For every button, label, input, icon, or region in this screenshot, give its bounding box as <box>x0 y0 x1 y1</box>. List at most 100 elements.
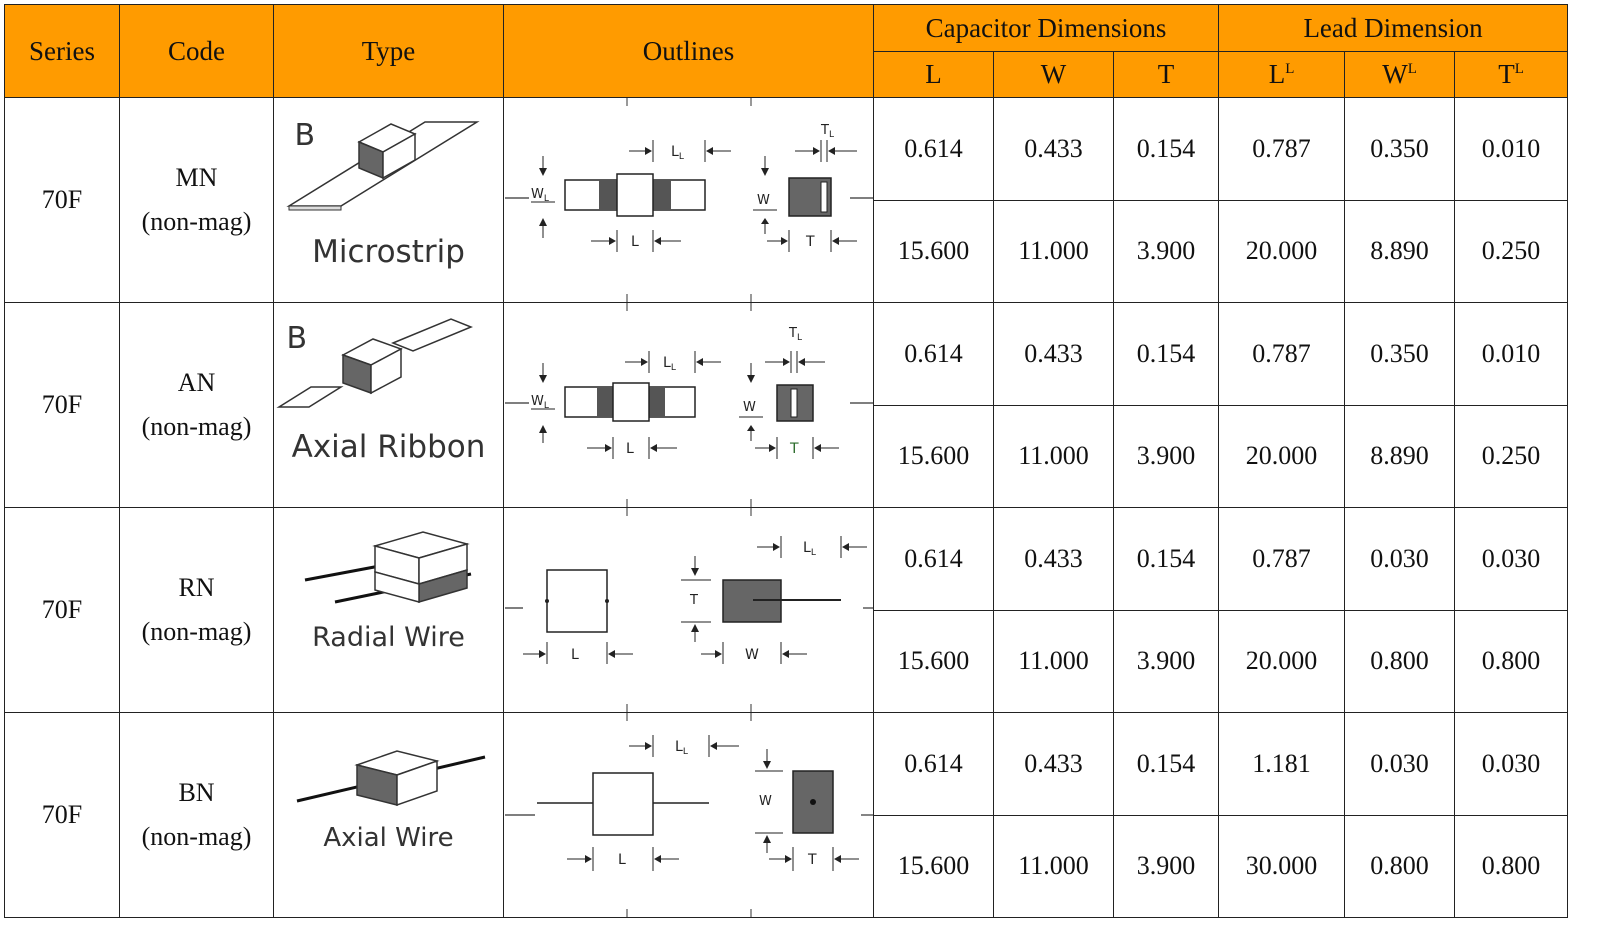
capacitor-spec-table: Series Code Type Outlines Capacitor Dime… <box>4 4 1569 918</box>
header-lead-dimension: Lead Dimension <box>1218 4 1569 52</box>
outline-label-wl: WL <box>531 187 549 204</box>
axial-wire-outline: LL L W T <box>504 713 873 917</box>
header-lead-t: TL <box>1454 51 1569 98</box>
code-cell: AN (non-mag) <box>119 302 274 508</box>
outline-label-ll: LL <box>663 355 676 373</box>
header-lead-w-base: W <box>1382 59 1408 89</box>
value-lead-w: 0.800 <box>1344 814 1456 918</box>
value-lead-l: 20.000 <box>1218 609 1346 713</box>
header-lead-t-base: T <box>1498 59 1515 89</box>
table-row: 15.600 11.000 3.900 20.000 8.890 0.250 <box>5 199 1569 303</box>
value-lead-t: 0.010 <box>1454 302 1569 406</box>
type-label: Axial Wire <box>323 823 454 853</box>
value-cap-t: 3.900 <box>1112 814 1220 918</box>
microstrip-illustration <box>285 121 480 211</box>
value-lead-w: 8.890 <box>1344 404 1456 508</box>
value-lead-w: 0.030 <box>1344 712 1456 816</box>
outline-cell: LL L W T <box>503 712 874 918</box>
outline-cell: WL LL L <box>503 97 874 303</box>
value-cap-l: 15.600 <box>873 609 994 713</box>
table-row: 70F RN (non-mag) Radial Wire <box>4 507 1569 713</box>
value-lead-w: 8.890 <box>1344 199 1456 303</box>
outline-label-w: W <box>745 647 759 663</box>
value-cap-l: 0.614 <box>873 712 994 816</box>
value-cap-w: 11.000 <box>993 199 1114 303</box>
value-cap-w: 0.433 <box>993 507 1114 611</box>
value-lead-w: 0.350 <box>1344 302 1456 406</box>
microstrip-outline: WL LL L <box>504 98 873 302</box>
header-code: Code <box>119 4 274 98</box>
code-value: RN <box>178 573 215 602</box>
table-row: 15.600 11.000 3.900 20.000 0.800 0.800 <box>5 609 1569 713</box>
value-lead-t: 0.030 <box>1454 507 1569 611</box>
value-cap-t: 0.154 <box>1112 97 1220 201</box>
value-lead-t: 0.250 <box>1454 199 1569 303</box>
value-cap-t: 3.900 <box>1112 199 1220 303</box>
value-lead-l: 0.787 <box>1218 97 1346 201</box>
header-capacitor-dimensions: Capacitor Dimensions <box>872 4 1220 52</box>
type-label: Axial Ribbon <box>291 429 486 465</box>
code-cell: RN (non-mag) <box>119 507 274 713</box>
value-lead-l: 20.000 <box>1218 404 1346 508</box>
outline-label-l: L <box>631 234 639 250</box>
header-series: Series <box>4 4 120 98</box>
outline-label-t: T <box>805 234 815 250</box>
outline-label-w: W <box>757 193 770 208</box>
outline-label-t: T <box>789 441 799 457</box>
code-value: MN <box>175 163 218 192</box>
series-cell: 70F <box>4 712 120 918</box>
outline-label-w: W <box>759 794 772 809</box>
value-cap-w: 0.433 <box>993 712 1114 816</box>
header-cap-l: L <box>873 51 994 98</box>
axial-ribbon-outline: WL LL L W <box>504 303 873 507</box>
value-lead-l: 1.181 <box>1218 712 1346 816</box>
value-cap-t: 0.154 <box>1112 507 1220 611</box>
value-cap-w: 11.000 <box>993 814 1114 918</box>
outline-label-tl: TL <box>788 326 802 343</box>
header-lead-l-sub: L <box>1285 61 1295 77</box>
value-lead-w: 0.350 <box>1344 97 1456 201</box>
value-cap-w: 11.000 <box>993 609 1114 713</box>
type-label: Radial Wire <box>312 622 465 653</box>
series-cell: 70F <box>4 507 120 713</box>
value-cap-l: 15.600 <box>873 199 994 303</box>
code-cell: BN(non-mag) <box>119 712 274 918</box>
outline-label-tl: TL <box>820 123 834 140</box>
value-lead-t: 0.030 <box>1454 712 1569 816</box>
value-cap-l: 0.614 <box>873 302 994 406</box>
outline-label-w: W <box>743 400 756 415</box>
value-lead-l: 0.787 <box>1218 302 1346 406</box>
value-lead-t: 0.250 <box>1454 404 1569 508</box>
type-cell: B Microstrip <box>273 97 504 303</box>
code-sub: (non-mag) <box>141 617 252 646</box>
outline-label-t: T <box>807 852 817 868</box>
outline-cell: WL LL L W <box>503 302 874 508</box>
outline-label-l: L <box>571 647 579 663</box>
value-lead-l: 20.000 <box>1218 199 1346 303</box>
header-lead-l-base: L <box>1268 59 1286 89</box>
axial-ribbon-illustration <box>275 318 473 408</box>
outline-cell: L T LL W <box>503 507 874 713</box>
radial-wire-illustration <box>304 531 471 604</box>
outline-label-l: L <box>618 852 626 868</box>
header-type: Type <box>273 4 504 98</box>
value-cap-l: 0.614 <box>873 507 994 611</box>
code-cell: MN(non-mag) <box>119 97 274 303</box>
header-lead-w: WL <box>1344 51 1456 98</box>
outline-label-t: T <box>689 593 698 608</box>
header-outlines: Outlines <box>503 4 874 98</box>
table-row: 70F AN(non-mag) B Axial Ribbon <box>4 302 1569 508</box>
table-row: 15.600 11.000 3.900 30.000 0.800 0.800 <box>5 814 1569 918</box>
code-value: BN <box>178 778 215 807</box>
axial-wire-illustration <box>296 750 485 807</box>
outline-label-l: L <box>626 441 634 457</box>
value-lead-w: 0.800 <box>1344 609 1456 713</box>
outline-label-ll: LL <box>671 144 684 162</box>
outline-label-wl: WL <box>531 394 549 411</box>
code-value: AN <box>177 368 216 397</box>
value-lead-t: 0.010 <box>1454 97 1569 201</box>
value-cap-w: 0.433 <box>993 97 1114 201</box>
outline-label-ll: LL <box>675 739 688 757</box>
table-row: 70F BN(non-mag) Axial Wire <box>4 712 1569 918</box>
code-sub: (non-mag) <box>141 412 252 441</box>
